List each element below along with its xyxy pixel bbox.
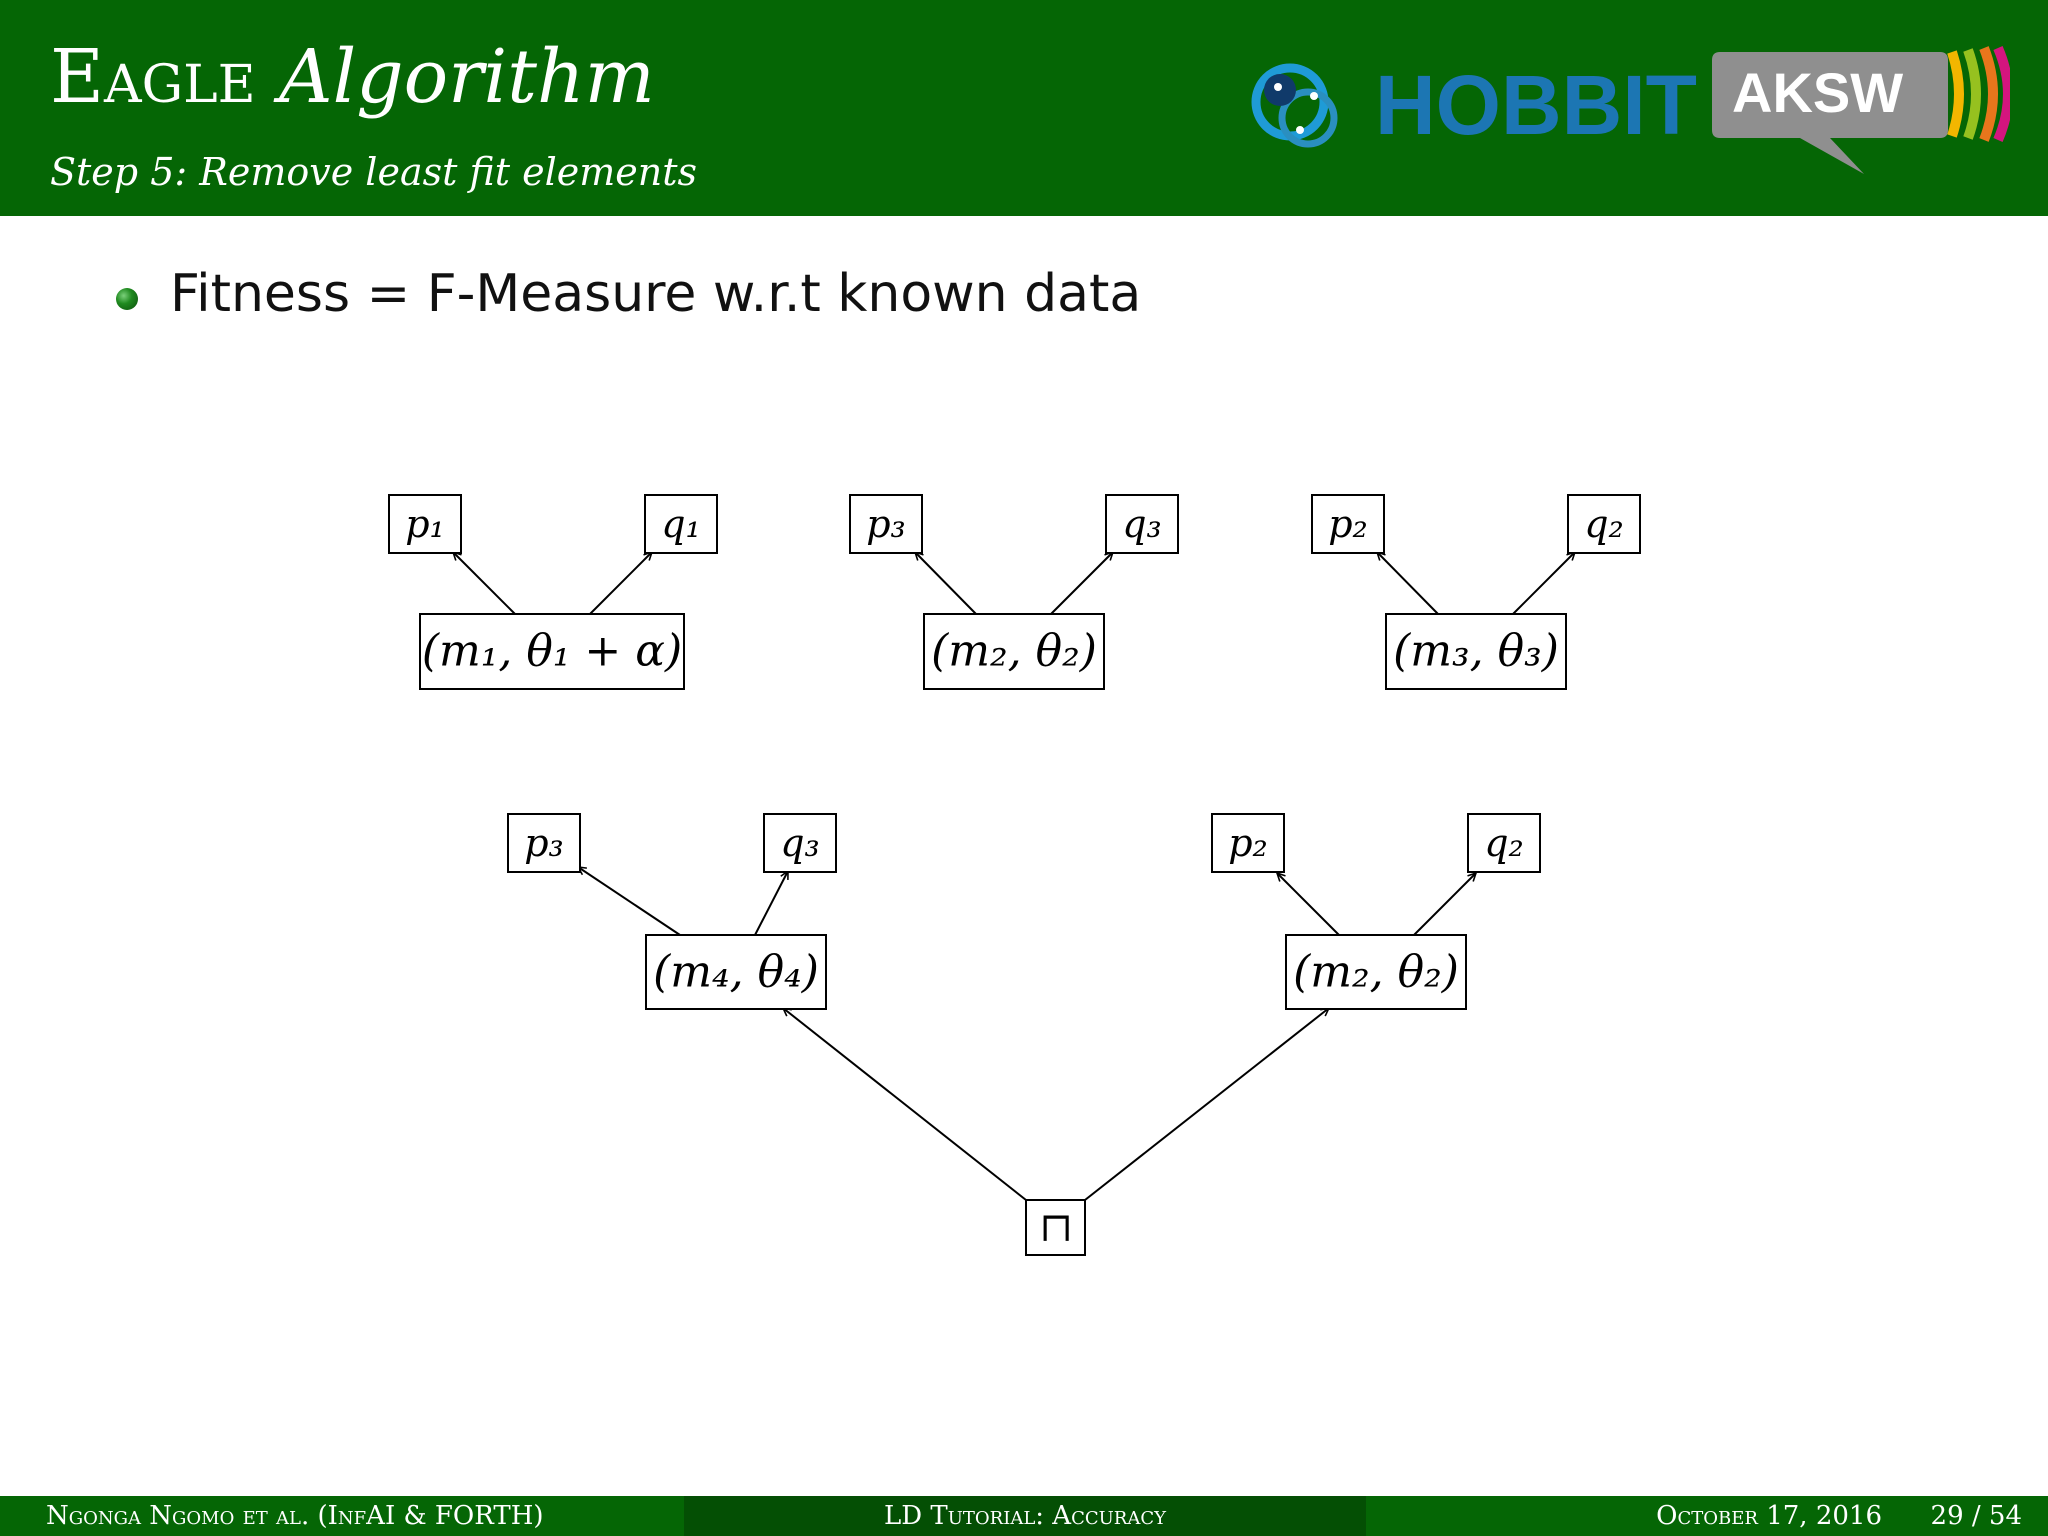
edge <box>1413 873 1476 936</box>
node-box <box>1467 813 1541 873</box>
edges <box>453 552 1575 1201</box>
bullet-icon <box>116 288 138 310</box>
bullet-text: Fitness = F-Measure w.r.t known data <box>170 264 1142 324</box>
node-label: q₃ <box>1122 502 1162 546</box>
logo-group: HOBBIT AKSW <box>1251 46 2010 174</box>
edge <box>1512 552 1575 615</box>
footer-title: LD Tutorial: Accuracy <box>684 1496 1366 1536</box>
node-box <box>1211 813 1285 873</box>
node-box <box>1385 613 1567 690</box>
node-label: (m₁, θ₁ + α) <box>422 626 682 677</box>
edge <box>589 552 652 615</box>
edge <box>1050 552 1113 615</box>
node-box <box>644 494 718 554</box>
node-box <box>763 813 837 873</box>
aksw-logo: AKSW <box>1712 46 2010 174</box>
node-box <box>1025 1199 1086 1256</box>
aksw-logo-text: AKSW <box>1732 61 1903 124</box>
header-band: Eagle Algorithm Step 5: Remove least fit… <box>0 0 2048 216</box>
slide-subtitle: Step 5: Remove least fit elements <box>50 150 698 194</box>
edge <box>754 871 789 936</box>
footer-bar: Ngonga Ngomo et al. (InfAI & FORTH) LD T… <box>0 1496 2048 1536</box>
footer-date: October 17, 2016 <box>1656 1501 1882 1531</box>
node-box <box>849 494 923 554</box>
footer-right-segment: October 17, 2016 29 / 54 <box>1366 1496 2048 1536</box>
node-label: p₂ <box>1328 502 1368 546</box>
node-label: (m₃, θ₃) <box>1393 626 1559 677</box>
node-box <box>1105 494 1179 554</box>
node-label: q₃ <box>780 821 820 865</box>
node-label: p₁ <box>405 502 445 546</box>
edge <box>1377 552 1439 615</box>
node-label: p₂ <box>1228 821 1268 865</box>
node-label: (m₂, θ₂) <box>931 626 1097 677</box>
node-box <box>1285 934 1467 1010</box>
hobbit-swirl-icon <box>1251 63 1338 148</box>
node-label: q₁ <box>661 502 701 546</box>
node-box <box>507 813 581 873</box>
operator-symbol: ⊓ <box>1039 1205 1073 1251</box>
node-box <box>388 494 462 554</box>
edge <box>1084 1008 1329 1201</box>
node-box <box>923 613 1105 690</box>
footer-left-segment: Ngonga Ngomo et al. (InfAI & FORTH) <box>0 1496 684 1536</box>
node-label: q₂ <box>1584 502 1624 546</box>
node-label: (m₄, θ₄) <box>653 947 819 998</box>
node-box <box>1567 494 1641 554</box>
hobbit-logo-text: HOBBIT <box>1375 58 1697 152</box>
node-boxes <box>388 494 1641 1256</box>
edge <box>915 552 977 615</box>
edge <box>1277 873 1340 936</box>
title-italic: Algorithm <box>279 34 655 120</box>
node-label: (m₂, θ₂) <box>1293 947 1459 998</box>
slide-title: Eagle Algorithm <box>50 40 655 114</box>
node-box <box>419 613 685 690</box>
node-label: p₃ <box>866 502 906 546</box>
footer-page-number: 29 / 54 <box>1930 1501 2022 1531</box>
edge <box>578 867 681 936</box>
node-box <box>1311 494 1385 554</box>
node-box <box>645 934 827 1010</box>
title-caps: Eagle <box>50 34 256 120</box>
node-label: p₃ <box>524 821 564 865</box>
edge <box>453 552 516 615</box>
node-label: q₂ <box>1484 821 1524 865</box>
edge <box>783 1008 1027 1201</box>
footer-authors: Ngonga Ngomo et al. (InfAI & FORTH) <box>46 1501 544 1531</box>
